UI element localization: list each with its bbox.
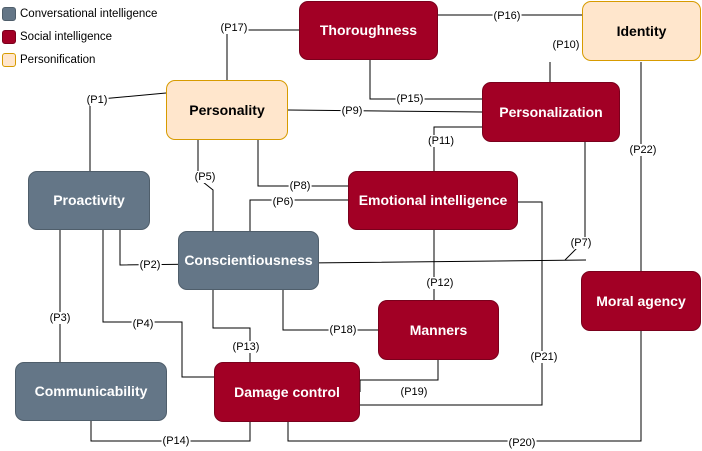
edge-label-p2: (P2) (138, 259, 162, 271)
edge-label-p9: (P9) (340, 105, 364, 117)
node-label-personalization: Personalization (499, 103, 603, 120)
node-label-moral-agency: Moral agency (596, 292, 686, 309)
edge-p9 (287, 109, 483, 113)
edge-p20 (287, 331, 642, 442)
node-label-manners: Manners (409, 321, 468, 338)
edge-label-p22: (P22) (628, 144, 658, 156)
edge-label-p16: (P16) (492, 10, 522, 22)
edge-label-p21: (P21) (529, 351, 559, 363)
legend-label-social: Social intelligence (20, 30, 113, 43)
edge-label-p4: (P4) (131, 318, 155, 330)
node-label-damage-control: Damage control (234, 383, 340, 400)
legend-item-social: Social intelligence (2, 25, 157, 48)
edge-label-p17: (P17) (219, 22, 249, 34)
legend: Conversational intelligence Social intel… (2, 2, 157, 71)
edge-p11 (433, 126, 482, 172)
legend-swatch-conversational (2, 6, 16, 21)
node-label-conscientiousness: Conscientiousness (184, 252, 313, 269)
edge-label-p13: (P13) (231, 341, 261, 353)
node-identity[interactable]: Identity (582, 1, 701, 61)
edge-p21 (360, 201, 543, 406)
edge-p15 (369, 60, 482, 100)
node-emotional-intelligence[interactable]: Emotional intelligence (348, 171, 518, 230)
edge-p4 (102, 230, 215, 378)
edge-p8 (257, 140, 348, 187)
edge-p6 (249, 199, 348, 231)
legend-swatch-social (2, 29, 16, 44)
node-label-emotional-intelligence: Emotional intelligence (358, 192, 508, 209)
edge-p2 (119, 230, 587, 266)
edge-label-p3: (P3) (48, 312, 72, 324)
edge-label-p12: (P12) (425, 277, 455, 289)
node-label-thoroughness: Thoroughness (319, 22, 418, 39)
edge-label-p8: (P8) (288, 180, 312, 192)
node-proactivity[interactable]: Proactivity (28, 171, 150, 230)
edge-label-p14: (P14) (161, 435, 191, 447)
legend-item-conversational: Conversational intelligence (2, 2, 157, 25)
node-personality[interactable]: Personality (166, 80, 288, 140)
node-moral-agency[interactable]: Moral agency (581, 271, 701, 331)
legend-item-personification: Personification (2, 48, 157, 71)
node-label-identity: Identity (616, 22, 667, 39)
node-label-communicability: Communicability (34, 383, 148, 400)
edge-label-p20: (P20) (507, 437, 537, 449)
edge-label-p11: (P11) (426, 135, 456, 147)
node-damage-control[interactable]: Damage control (214, 362, 360, 422)
node-thoroughness[interactable]: Thoroughness (299, 1, 438, 60)
edge-label-p7: (P7) (569, 237, 593, 249)
node-personalization[interactable]: Personalization (482, 82, 620, 142)
edge-label-p5: (P5) (193, 171, 217, 183)
edge-label-p15: (P15) (395, 93, 425, 105)
edge-label-p1: (P1) (85, 94, 109, 106)
legend-swatch-personification (2, 52, 16, 67)
legend-label-personification: Personification (20, 53, 96, 66)
edge-label-p19: (P19) (399, 386, 429, 398)
edge-label-p18: (P18) (328, 324, 358, 336)
edge-p19 (359, 360, 439, 392)
edge-label-p10: (P10) (551, 39, 581, 51)
node-conscientiousness[interactable]: Conscientiousness (178, 231, 319, 290)
edge-p5 (197, 140, 214, 231)
node-label-personality: Personality (189, 101, 265, 118)
node-communicability[interactable]: Communicability (15, 362, 167, 421)
node-manners[interactable]: Manners (378, 300, 499, 360)
legend-label-conversational: Conversational intelligence (20, 7, 158, 20)
edge-p17 (226, 29, 299, 80)
node-label-proactivity: Proactivity (53, 192, 125, 209)
edge-label-p6: (P6) (271, 196, 295, 208)
